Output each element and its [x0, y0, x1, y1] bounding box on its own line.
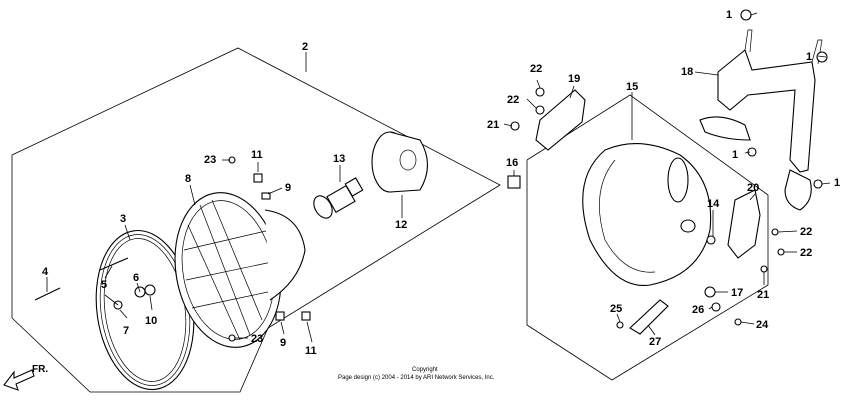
- callout-18: 18: [681, 66, 693, 78]
- mount-bracket-20: [727, 189, 761, 259]
- callout-11-lower: 11: [305, 345, 317, 357]
- callout-2: 2: [302, 41, 308, 53]
- callout-15: 15: [626, 81, 638, 93]
- callout-10: 10: [145, 315, 157, 327]
- callout-5: 5: [101, 279, 107, 291]
- copyright-title: Copyright: [412, 367, 438, 373]
- case-assembly-outline: [526, 94, 769, 381]
- hardware: [34, 9, 828, 342]
- callouts: 2 3 4 5 6 7 10 8 23 11 9 13 12 23 9 11 2…: [42, 9, 840, 357]
- leader-lines: [46, 12, 831, 343]
- headlight-stay: [699, 29, 823, 211]
- callout-17: 17: [731, 287, 743, 299]
- callout-1-mid: 1: [732, 149, 738, 161]
- callout-14: 14: [707, 198, 720, 210]
- callout-27: 27: [649, 336, 661, 348]
- callout-22-a: 22: [530, 63, 542, 75]
- callout-3: 3: [120, 213, 126, 225]
- callout-20: 20: [747, 182, 759, 194]
- front-direction-arrow: FR.: [3, 364, 48, 391]
- callout-6: 6: [133, 272, 139, 284]
- callout-1-right: 1: [806, 51, 812, 63]
- callout-23-upper: 23: [204, 154, 216, 166]
- callout-25: 25: [610, 303, 622, 315]
- callout-23-lower: 23: [251, 333, 263, 345]
- copyright-notice: Page design (c) 2004 - 2014 by ARI Netwo…: [338, 375, 495, 381]
- callout-4: 4: [42, 266, 49, 278]
- socket-cover: [371, 131, 429, 193]
- mount-bracket-19: [535, 89, 586, 151]
- callout-11-upper: 11: [251, 149, 263, 161]
- callout-9-lower: 9: [280, 337, 286, 349]
- callout-1-top: 1: [726, 9, 732, 21]
- headlight-bulb: [313, 177, 364, 219]
- callout-26: 26: [692, 304, 704, 316]
- callout-16: 16: [506, 157, 518, 169]
- callout-24: 24: [756, 319, 769, 331]
- callout-22-b: 22: [507, 94, 519, 106]
- callout-8: 8: [185, 173, 191, 185]
- callout-22-c: 22: [800, 226, 812, 238]
- front-direction-label: FR.: [32, 364, 48, 375]
- wire-clip: [629, 299, 669, 335]
- callout-12: 12: [395, 219, 407, 231]
- callout-13: 13: [333, 153, 345, 165]
- callout-19: 19: [568, 73, 580, 85]
- callout-21-a: 21: [487, 119, 499, 131]
- headlight-lens-unit: [174, 192, 306, 348]
- callout-9-upper: 9: [285, 182, 291, 194]
- headlight-assembly-outline: [11, 47, 501, 393]
- callout-21-b: 21: [757, 289, 769, 301]
- callout-1-low: 1: [834, 177, 840, 189]
- callout-7: 7: [123, 325, 129, 337]
- headlight-case: [582, 143, 712, 286]
- callout-22-d: 22: [800, 247, 812, 259]
